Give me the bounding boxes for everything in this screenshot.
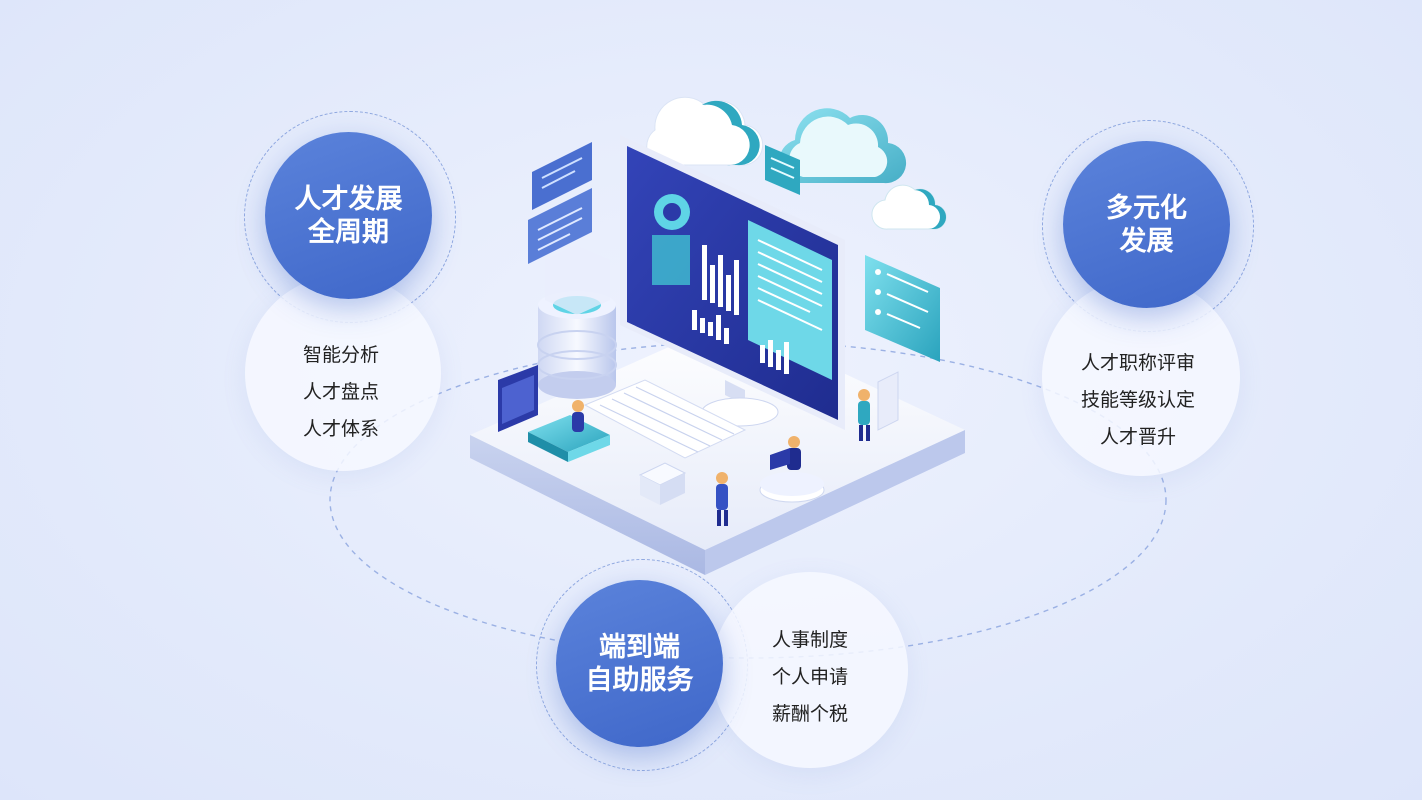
list-item: 技能等级认定 bbox=[1080, 389, 1195, 411]
badge-title-line1: 多元化 bbox=[1106, 192, 1187, 224]
badge-title-line2: 发展 bbox=[1119, 225, 1174, 257]
node-halo-talent-cycle bbox=[245, 275, 441, 471]
cloud-icon bbox=[646, 96, 764, 166]
node-halo-self-service bbox=[712, 572, 908, 768]
book-stack-icon bbox=[528, 415, 610, 462]
box-icon bbox=[638, 462, 687, 505]
list-item: 人才盘点 bbox=[302, 381, 379, 403]
badge-self-service[interactable]: 端到端 自助服务 bbox=[556, 580, 723, 747]
chart-icon bbox=[692, 245, 789, 374]
list-talent-cycle: 智能分析 人才盘点 人才体系 bbox=[268, 337, 414, 448]
keyboard-icon bbox=[583, 379, 747, 459]
document-card-icon bbox=[765, 145, 800, 195]
central-illustration bbox=[470, 96, 965, 575]
list-item: 智能分析 bbox=[302, 344, 379, 366]
badge-title-line1: 人才发展 bbox=[294, 183, 403, 215]
person-icon bbox=[716, 472, 728, 526]
list-item: 人事制度 bbox=[771, 629, 848, 651]
list-item: 个人申请 bbox=[771, 666, 848, 688]
badge-title-line2: 全周期 bbox=[308, 216, 389, 248]
badge-talent-cycle[interactable]: 人才发展 全周期 bbox=[265, 132, 432, 299]
badge-title-line1: 端到端 bbox=[599, 631, 680, 663]
list-item: 薪酬个税 bbox=[771, 703, 848, 725]
person-icon bbox=[759, 436, 825, 503]
person-icon bbox=[572, 400, 584, 432]
badge-diverse[interactable]: 多元化 发展 bbox=[1063, 141, 1230, 308]
document-card-icon bbox=[528, 142, 592, 264]
list-item: 人才职称评审 bbox=[1080, 352, 1195, 374]
list-self-service: 人事制度 个人申请 薪酬个税 bbox=[737, 622, 883, 733]
list-item: 人才晋升 bbox=[1099, 426, 1176, 448]
badge-title-line2: 自助服务 bbox=[585, 664, 694, 696]
cloud-icon bbox=[779, 108, 907, 184]
node-halo-diverse bbox=[1042, 278, 1240, 476]
document-card-icon bbox=[865, 255, 940, 362]
list-diverse: 人才职称评审 技能等级认定 人才晋升 bbox=[1060, 345, 1216, 456]
person-icon bbox=[858, 371, 899, 441]
cloud-icon bbox=[871, 184, 947, 230]
tablet-icon bbox=[498, 365, 538, 432]
database-icon bbox=[537, 245, 617, 399]
list-item: 人才体系 bbox=[302, 418, 379, 440]
